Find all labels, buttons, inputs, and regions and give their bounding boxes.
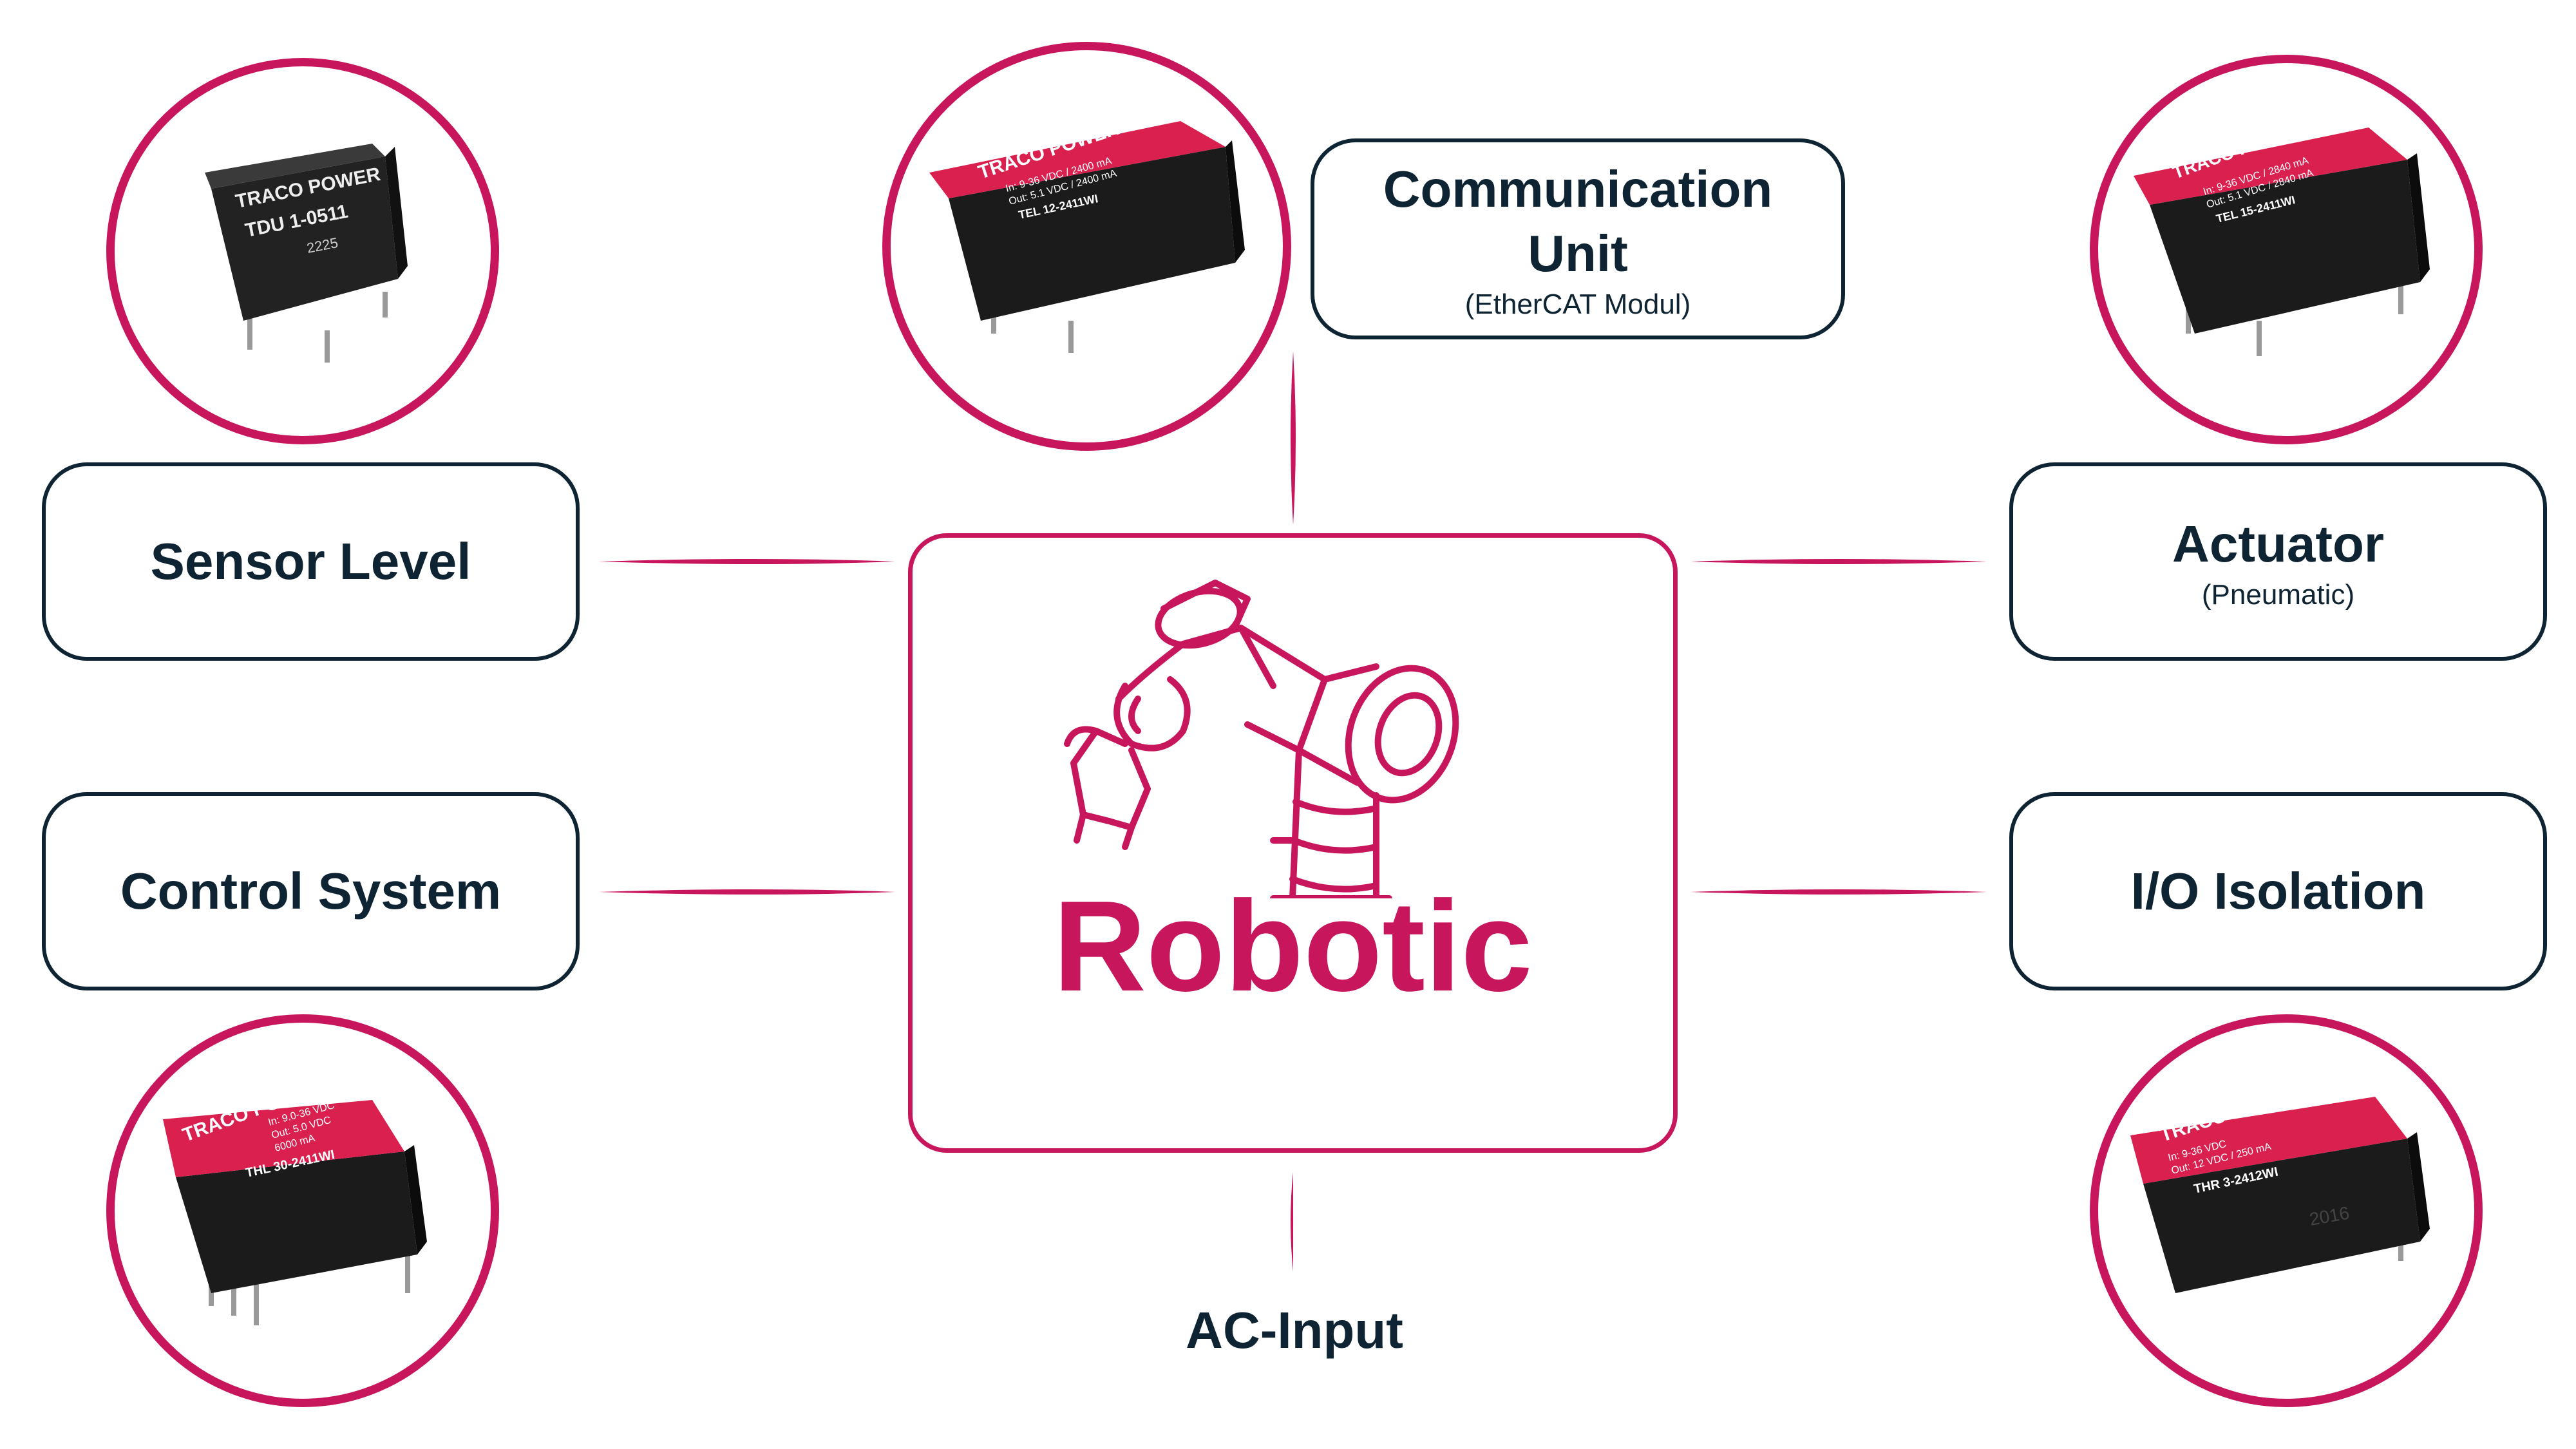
robotic-center-box: Robotic [908, 533, 1678, 1153]
module-circle-tel15: TRACO POWER In: 9-36 VDC / 2840 mA Out: … [2090, 55, 2483, 444]
connector-sensor [599, 559, 895, 564]
control-system-title: Control System [120, 862, 502, 920]
communication-unit-box: Communication Unit (EtherCAT Modul) [1311, 138, 1845, 339]
connector-communication [1291, 351, 1296, 525]
module-circle-tdu: TRACO POWER TDU 1-0511 2225 [106, 58, 499, 444]
ac-input-label: AC-Input [1186, 1302, 1403, 1359]
connector-actuator [1690, 559, 1987, 564]
tdu-module-image: TRACO POWER TDU 1-0511 2225 [205, 144, 408, 363]
module-circle-thr3: TRACO POWER In: 9-36 VDC Out: 12 VDC / 2… [2090, 1014, 2483, 1407]
connector-ac-input [1291, 1172, 1296, 1272]
tel15-module-image: TRACO POWER In: 9-36 VDC / 2840 mA Out: … [2134, 117, 2430, 356]
io-isolation-title: I/O Isolation [2130, 862, 2426, 920]
communication-unit-title-line2: Unit [1528, 225, 1628, 282]
actuator-title: Actuator [2172, 515, 2384, 573]
thl30-module-image: TRACO POWER In: 9.0-36 VDC Out: 5.0 VDC … [163, 1075, 427, 1325]
robotic-label: Robotic [1053, 875, 1533, 1018]
robot-arm-icon [1064, 580, 1459, 898]
sensor-level-box: Sensor Level [42, 462, 580, 661]
tel12-module-image: TRACO POWER In: 9-36 VDC / 2400 mA Out: … [929, 118, 1245, 353]
actuator-subtitle: (Pneumatic) [2201, 579, 2355, 611]
actuator-box: Actuator (Pneumatic) [2009, 462, 2547, 661]
sensor-level-title: Sensor Level [150, 533, 471, 590]
communication-unit-subtitle: (EtherCAT Modul) [1464, 289, 1691, 320]
module-circle-tel12: TRACO POWER In: 9-36 VDC / 2400 mA Out: … [882, 42, 1291, 451]
connector-io [1690, 889, 1987, 895]
thr3-module-image: TRACO POWER In: 9-36 VDC Out: 12 VDC / 2… [2130, 1081, 2430, 1293]
communication-unit-title-line1: Communication [1383, 160, 1773, 218]
control-system-box: Control System [42, 792, 580, 990]
connector-control [599, 889, 895, 895]
io-isolation-box: I/O Isolation [2009, 792, 2547, 990]
module-circle-thl30: TRACO POWER In: 9.0-36 VDC Out: 5.0 VDC … [106, 1014, 499, 1407]
